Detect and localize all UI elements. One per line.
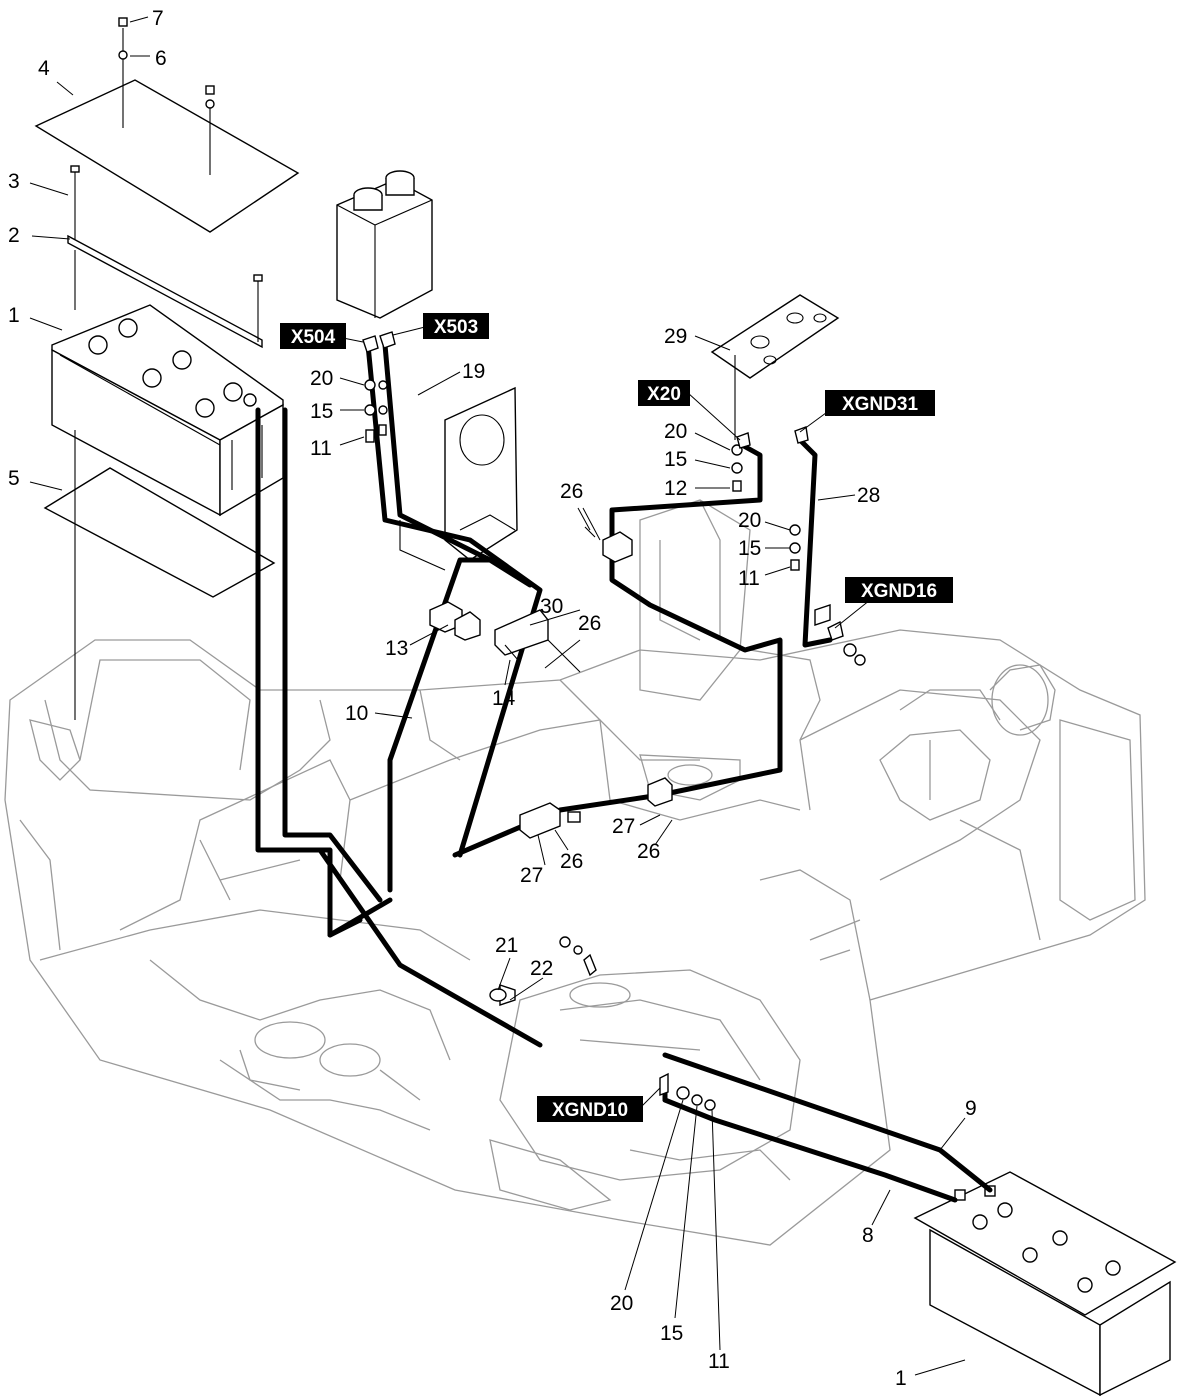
callout-number: 26 — [560, 480, 583, 503]
battery-top-left — [51, 304, 284, 517]
svg-text:XGND31: XGND31 — [842, 394, 918, 415]
callout-number: 15 — [660, 1322, 683, 1345]
svg-text:X503: X503 — [434, 317, 478, 338]
svg-text:X20: X20 — [647, 384, 681, 405]
callout-number: 9 — [965, 1097, 977, 1120]
callout-number: 28 — [857, 484, 880, 507]
callout-number: 22 — [530, 957, 553, 980]
callout-number: 2 — [8, 224, 20, 247]
callout-number: 21 — [495, 934, 518, 957]
callout-number: 20 — [738, 509, 761, 532]
svg-text:X504: X504 — [291, 327, 336, 348]
callout-number: 11 — [310, 437, 332, 460]
control-box — [336, 170, 433, 319]
callout-number: 15 — [664, 448, 687, 471]
callout-number: 27 — [612, 815, 635, 838]
callout-number: 15 — [310, 400, 333, 423]
callout-number: 1 — [8, 304, 20, 327]
callout-number: 29 — [664, 325, 687, 348]
tag-xgnd31: XGND31 — [825, 390, 935, 416]
callout-number: 20 — [310, 367, 333, 390]
mounting-plate — [444, 386, 518, 561]
callout-number: 11 — [708, 1350, 730, 1373]
callout-number: 8 — [862, 1224, 874, 1247]
leader-lines — [29, 16, 966, 1376]
callout-number: 19 — [462, 360, 485, 383]
machine-frame — [4, 499, 1146, 1246]
callout-number: 26 — [560, 850, 583, 873]
svg-text:XGND16: XGND16 — [861, 581, 937, 602]
callout-numbers: 7 6 4 3 2 1 5 20 15 11 19 29 20 15 12 28… — [8, 7, 977, 1390]
cables — [255, 342, 993, 1203]
callout-number: 15 — [738, 537, 761, 560]
cable-clamps — [429, 526, 673, 839]
callout-number: 1 — [895, 1367, 907, 1390]
fasteners — [364, 379, 866, 1111]
mounting-pad — [710, 294, 840, 440]
callout-number: 7 — [152, 7, 164, 30]
cover-plate — [34, 79, 300, 233]
callout-number: 3 — [8, 170, 20, 193]
callout-number: 27 — [520, 864, 543, 887]
callout-number: 10 — [345, 702, 368, 725]
insulation-sheet — [43, 467, 276, 598]
callout-number: 26 — [637, 840, 660, 863]
callout-number: 20 — [610, 1292, 633, 1315]
tag-x20: X20 — [638, 380, 690, 406]
callout-number: 26 — [578, 612, 601, 635]
terminal-lugs — [362, 331, 844, 1097]
svg-text:XGND10: XGND10 — [552, 1100, 628, 1121]
callout-number: 30 — [540, 595, 563, 618]
callout-number: 6 — [155, 47, 167, 70]
callout-number: 4 — [38, 57, 50, 80]
tag-xgnd16: XGND16 — [845, 577, 953, 603]
connector-tags: X504 X503 X20 XGND31 XGND16 XGND10 — [280, 313, 953, 1122]
tag-x504: X504 — [280, 323, 346, 349]
callout-number: 5 — [8, 467, 20, 490]
callout-number: 11 — [738, 567, 760, 590]
callout-number: 13 — [385, 637, 408, 660]
callout-number: 20 — [664, 420, 687, 443]
tag-x503: X503 — [423, 313, 489, 339]
callout-number: 14 — [492, 687, 516, 710]
hold-down-bracket — [67, 165, 263, 349]
tag-xgnd10: XGND10 — [537, 1096, 643, 1122]
battery-bottom-right — [913, 1171, 1177, 1397]
callout-number: 12 — [664, 477, 687, 500]
